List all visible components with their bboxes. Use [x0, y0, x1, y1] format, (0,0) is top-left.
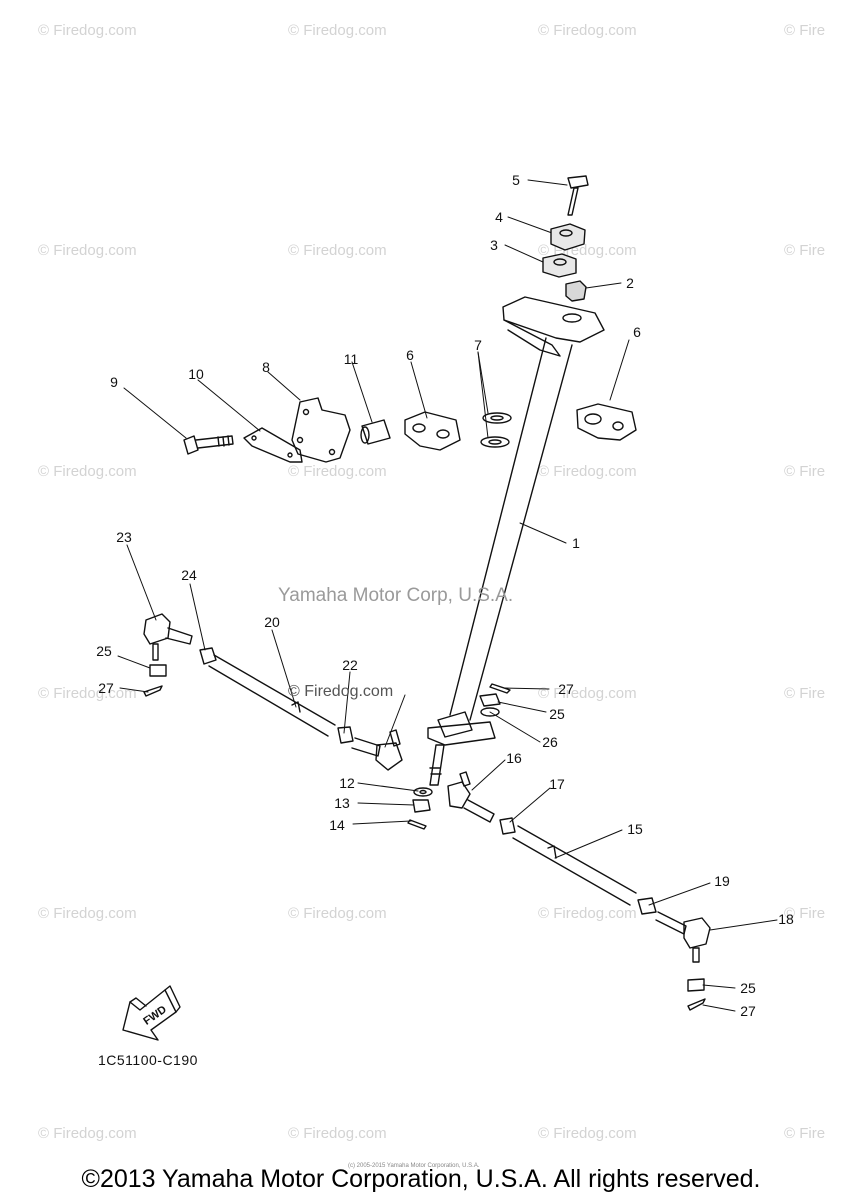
tiny-credit: (c) 2005-2015 Yamaha Motor Corporation, … — [348, 1163, 480, 1169]
watermark: © Fire — [784, 22, 826, 39]
callout-25: 25 — [740, 980, 756, 996]
watermark: © Fire — [784, 905, 826, 922]
part-25-nut-center — [479, 693, 501, 707]
part-20-tie-rod — [208, 654, 336, 737]
callout-27: 27 — [740, 1003, 756, 1019]
callout-5: 5 — [512, 172, 520, 188]
part-6-bracket-middle — [404, 411, 461, 451]
watermark: © Firedog.com — [288, 905, 387, 922]
watermark: © Firedog.com — [38, 463, 137, 480]
watermark: © Firedog.com — [538, 22, 637, 39]
callout-1: 1 — [572, 535, 580, 551]
callout-6: 6 — [633, 324, 641, 340]
part-15-tie-rod — [512, 825, 637, 906]
watermark: © Firedog.com — [38, 1125, 137, 1142]
watermark: © Firedog.com — [38, 685, 137, 702]
part-16-tie-rod-end — [447, 771, 495, 823]
part-5-bolt — [567, 175, 589, 216]
watermark: © Firedog.com — [538, 685, 637, 702]
watermark: © Firedog.com — [538, 463, 637, 480]
part-10-lock-plate — [243, 427, 303, 463]
callout-14: 14 — [329, 817, 345, 833]
callout-8: 8 — [262, 359, 270, 375]
watermark: © Firedog.com — [288, 1125, 387, 1142]
watermark: © Firedog.com — [538, 905, 637, 922]
part-14-cotter-pin — [407, 819, 427, 830]
watermark: © Firedog.com — [288, 463, 387, 480]
part-9-bolt — [183, 435, 234, 455]
part-13-nut — [412, 799, 431, 813]
watermark: © Firedog.com — [38, 242, 137, 259]
callout-4: 4 — [495, 209, 503, 225]
callout-6: 6 — [406, 347, 414, 363]
part-23-tie-rod-end-left — [143, 613, 193, 661]
callout-27: 27 — [558, 681, 574, 697]
part-7-washers — [480, 412, 512, 448]
watermark: © Fire — [784, 463, 826, 480]
callout-2: 2 — [626, 275, 634, 291]
callout-16: 16 — [506, 750, 522, 766]
watermark: © Firedog.com — [38, 905, 137, 922]
part-25-nut-right — [687, 978, 705, 992]
mid-watermark: © Firedog.com — [288, 683, 394, 700]
diagram-code: 1C51100-C190 — [98, 1052, 198, 1068]
part-27-cotter-pin-right — [489, 683, 511, 694]
part-2-bushing — [565, 280, 587, 302]
part-4-upper-clamp — [550, 223, 586, 251]
part-27-cotter-pin-bottom — [687, 998, 706, 1011]
fwd-arrow-icon: FWD — [122, 985, 181, 1041]
part-6-bracket-right — [576, 403, 637, 441]
callout-25: 25 — [549, 706, 565, 722]
copyright-notice: ©2013 Yamaha Motor Corporation, U.S.A. A… — [81, 1165, 761, 1193]
leader-lines — [117, 179, 778, 1012]
watermark: © Firedog.com — [538, 1125, 637, 1142]
callout-18: 18 — [778, 911, 794, 927]
part-21-tie-rod-end — [351, 729, 403, 771]
watermark: © Firedog.com — [288, 22, 387, 39]
callout-3: 3 — [490, 237, 498, 253]
callout-23: 23 — [116, 529, 132, 545]
callout-9: 9 — [110, 374, 118, 390]
part-22-nut — [337, 726, 354, 744]
callout-11: 11 — [343, 351, 359, 367]
center-watermark: Yamaha Motor Corp, U.S.A. — [278, 585, 514, 606]
watermark: © Fire — [784, 685, 826, 702]
callout-26: 26 — [542, 734, 558, 750]
part-11-spacer — [360, 419, 391, 445]
callout-15: 15 — [627, 821, 643, 837]
callout-7: 7 — [474, 337, 482, 353]
watermark: © Firedog.com — [288, 242, 387, 259]
part-27-cotter-pin-left — [143, 685, 163, 697]
part-25-nut-left — [149, 664, 167, 677]
part-26-washer — [480, 707, 500, 717]
callout-19: 19 — [714, 873, 730, 889]
callout-12: 12 — [339, 775, 355, 791]
part-1-steering-column — [427, 296, 605, 786]
part-24-nut-left — [199, 647, 217, 665]
watermark: © Fire — [784, 1125, 826, 1142]
part-18-tie-rod-end — [655, 911, 711, 963]
callout-22: 22 — [342, 657, 358, 673]
watermark: © Firedog.com — [38, 22, 137, 39]
callout-27: 27 — [98, 680, 114, 696]
part-3-lower-clamp — [542, 253, 577, 278]
callout-25: 25 — [96, 643, 112, 659]
callout-10: 10 — [188, 366, 204, 382]
part-19-nut — [637, 897, 657, 915]
callout-24: 24 — [181, 567, 197, 583]
part-17-nut — [499, 817, 516, 835]
part-12-washer — [413, 787, 433, 797]
callout-20: 20 — [264, 614, 280, 630]
callout-13: 13 — [334, 795, 350, 811]
watermark: © Fire — [784, 242, 826, 259]
callout-17: 17 — [549, 776, 565, 792]
